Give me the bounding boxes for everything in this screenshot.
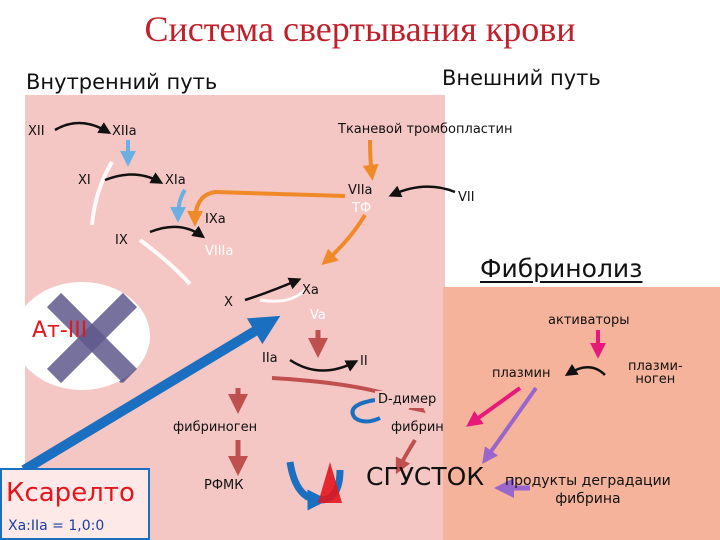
factor-xia: XIa [165, 173, 186, 188]
factor-x: X [224, 295, 233, 310]
factor-ix: IX [115, 233, 128, 248]
drug-ratio: Xa:IIa = 1,0:0 [8, 518, 105, 534]
rfmk-label: РФМК [204, 478, 244, 493]
tissue-factor: ТФ [352, 201, 372, 216]
factor-xi: XI [78, 173, 91, 188]
factor-viiia: VIIIa [205, 244, 234, 259]
drug-name: Ксарелто [6, 478, 135, 508]
intrinsic-pathway-header: Внутренний путь [26, 70, 218, 94]
fibrinolysis-header: Фибринолиз [480, 254, 643, 283]
fibrinolysis-panel [443, 287, 720, 540]
factor-xa: Xa [302, 283, 319, 298]
fibrin-label: фибрин [391, 420, 444, 435]
plasmin-label: плазмин [492, 366, 551, 381]
factor-va: Va [310, 308, 326, 323]
d-dimer-label: D-димер [375, 391, 440, 408]
factor-ii: II [360, 354, 368, 369]
factor-ixa: IXa [205, 212, 226, 227]
tissue-thromboplastin: Тканевой тромбопластин [338, 122, 513, 137]
activators-label: активаторы [548, 313, 630, 328]
extrinsic-pathway-header: Внешний путь [442, 66, 601, 90]
plasminogen-label: плазми- ноген [628, 359, 683, 387]
fibrinogen-label: фибриноген [173, 420, 258, 435]
clot-label: СГУСТОК [366, 462, 485, 491]
factor-xiia: XIIa [112, 124, 137, 139]
page-title: Система свертывания крови [144, 9, 576, 49]
inhibitor-cross-icon [46, 292, 138, 384]
drug-box [0, 468, 150, 540]
factor-vii: VII [458, 190, 475, 205]
degradation-products-label: продукты деградации фибрина [505, 473, 671, 507]
factor-viia: VIIa [348, 183, 373, 198]
antithrombin-label: Ат-III [32, 318, 88, 343]
factor-iia: IIa [262, 351, 278, 366]
factor-xii: XII [28, 124, 45, 139]
